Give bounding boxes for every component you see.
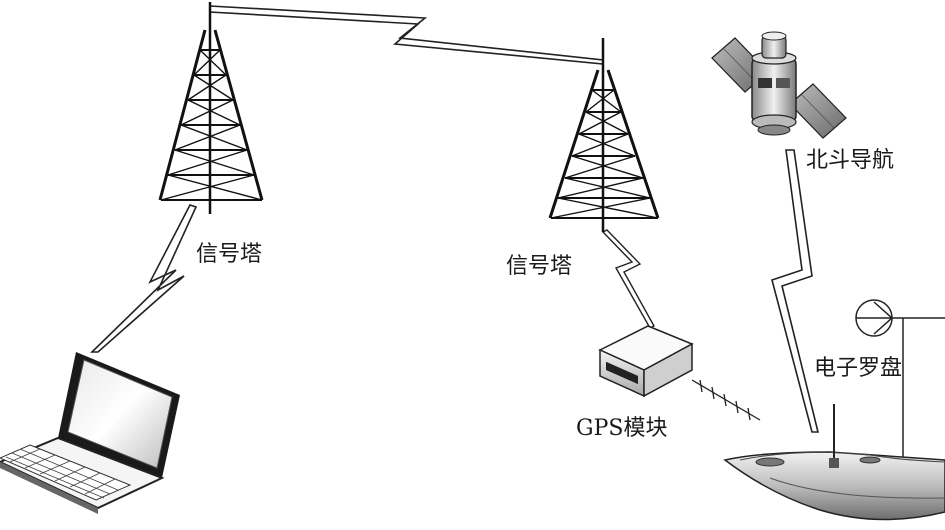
tower-right-label: 信号塔: [506, 254, 573, 279]
satellite-icon: [711, 31, 847, 139]
beidou-label: 北斗导航: [806, 148, 895, 173]
link-laptop-to-tower: [90, 204, 198, 353]
boat-icon: [723, 404, 945, 521]
gps-module-icon: [598, 325, 761, 421]
compass-icon: [855, 299, 945, 478]
compass-label: 电子罗盘: [814, 356, 903, 381]
tower-left-label: 信号塔: [196, 242, 263, 267]
link-satellite-to-boat: [771, 149, 820, 433]
link-tower-to-gps: [601, 229, 655, 329]
signal-tower-left-icon: [158, 2, 264, 214]
gps-module-label: GPS模块: [576, 416, 668, 441]
link-tower-to-tower: [209, 5, 604, 65]
laptop-icon: [0, 352, 180, 514]
signal-tower-right-icon: [548, 38, 660, 232]
